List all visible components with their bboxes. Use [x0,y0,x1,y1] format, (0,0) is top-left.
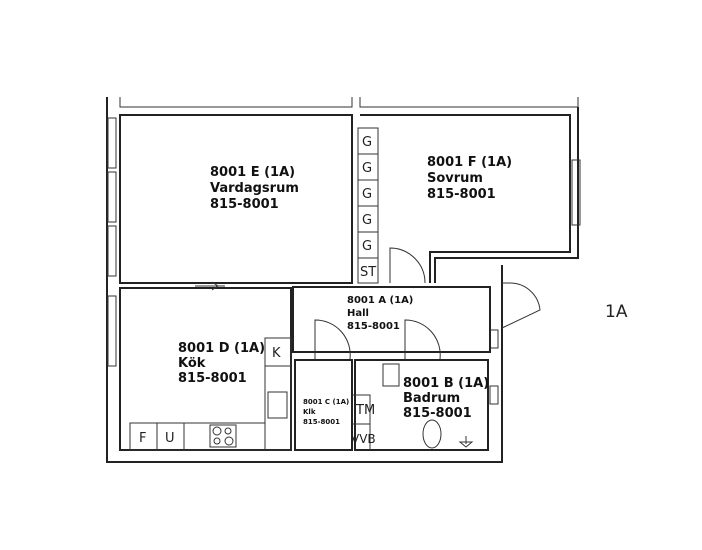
room-label-hall: 8001 A (1A) Hall 815-8001 [347,295,413,332]
svg-text:815-8001: 815-8001 [178,371,247,386]
room-badrum [354,359,489,451]
room-label-badrum: 8001 B (1A) Badrum 815-8001 [403,376,489,421]
svg-text:815-8001: 815-8001 [427,187,496,202]
svg-text:815-8001: 815-8001 [303,418,340,426]
room-label-vardagsrum: 8001 E (1A) Vardagsrum 815-8001 [210,165,299,212]
wardrobe-label: G [362,213,372,228]
bathroom-fixtures: TM VVB [351,363,474,450]
stove-icon [209,424,237,448]
toilet-icon [422,419,442,449]
apartment-label: 1A [605,302,628,322]
svg-text:Kök: Kök [178,356,206,371]
wardrobe-column: G G G G G ST [357,127,379,284]
svg-text:8001 E (1A): 8001 E (1A) [210,165,295,180]
svg-text:Vardagsrum: Vardagsrum [210,181,299,196]
room-label-kok: 8001 D (1A) Kök 815-8001 [178,341,265,386]
freezer-label: F [139,431,146,446]
doors [195,247,541,360]
svg-text:Badrum: Badrum [403,391,460,406]
svg-text:Hall: Hall [347,308,369,319]
fridge-label: U [165,431,175,446]
svg-text:815-8001: 815-8001 [347,321,400,332]
windows [107,117,581,405]
washer-label: TM [355,403,375,418]
kitchen-fixtures: K F U [129,337,292,451]
svg-text:8001 F (1A): 8001 F (1A) [427,155,512,170]
room-label-klk: 8001 C (1A) Klk 815-8001 [303,398,349,426]
wardrobe-label: G [362,187,372,202]
outer-walls [106,97,579,463]
room-label-sovrum: 8001 F (1A) Sovrum 815-8001 [427,155,512,202]
sink-icon [382,363,400,387]
room-sovrum [360,114,571,283]
room-klk [294,359,353,451]
svg-text:815-8001: 815-8001 [210,197,279,212]
svg-text:Klk: Klk [303,408,316,416]
floor-drain-icon [458,436,474,448]
water-heater-label: VVB [351,432,376,446]
svg-text:Sovrum: Sovrum [427,171,483,186]
svg-text:815-8001: 815-8001 [403,406,472,421]
storage-label: ST [360,265,376,280]
wardrobe-label: G [362,161,372,176]
svg-text:8001 A (1A): 8001 A (1A) [347,295,413,306]
wardrobe-label: G [362,239,372,254]
svg-text:8001 C (1A): 8001 C (1A) [303,398,349,406]
wardrobe-label: G [362,135,372,150]
room-vardagsrum [119,114,353,284]
svg-text:8001 D (1A): 8001 D (1A) [178,341,265,356]
svg-text:8001 B (1A): 8001 B (1A) [403,376,489,391]
kitchen-cabinet-label: K [272,346,281,361]
room-hall [292,286,491,353]
